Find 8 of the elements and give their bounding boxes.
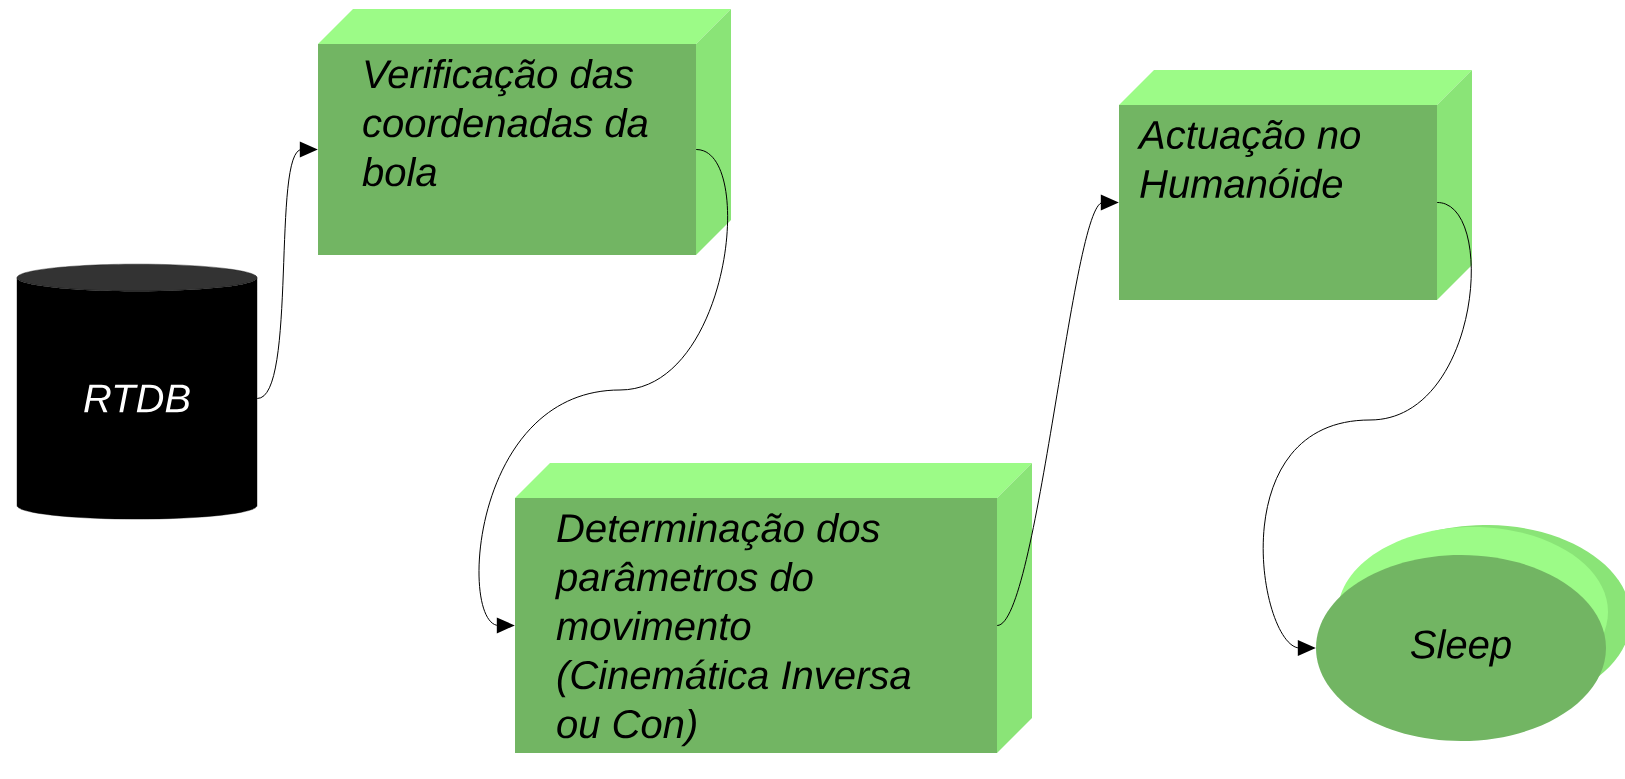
arrow bbox=[996, 194, 1119, 626]
arrow bbox=[1263, 202, 1472, 656]
database-cylinder: RTDB bbox=[16, 263, 258, 520]
process-box: Verificação das coordenadas da bola bbox=[318, 9, 731, 255]
process-box: Actuação no Humanóide bbox=[1119, 70, 1472, 300]
arrow bbox=[256, 141, 318, 399]
arrow bbox=[478, 149, 729, 634]
process-box: Determinação dos parâmetros do movimento (Cinemática Inversa ou Con) bbox=[515, 463, 1032, 753]
